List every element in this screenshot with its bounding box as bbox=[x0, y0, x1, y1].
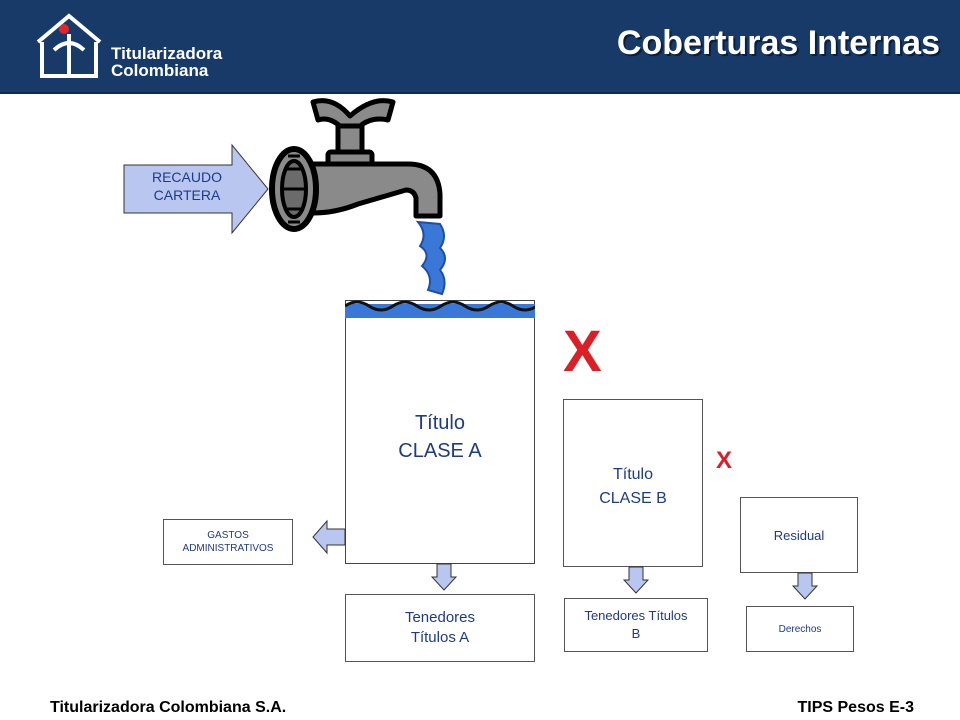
house-logo-icon bbox=[36, 13, 102, 78]
down-arrow-b-icon bbox=[623, 566, 649, 594]
down-arrow-a-icon bbox=[431, 563, 457, 591]
tank-b-line-2: CLASE B bbox=[599, 490, 667, 507]
derechos-label: Derechos bbox=[778, 623, 822, 635]
tenedores-b-label: Tenedores Títulos B bbox=[584, 607, 687, 643]
down-arrow-residual-icon bbox=[792, 572, 818, 600]
tank-a-line-1: Título bbox=[414, 412, 465, 434]
residual-box: Residual bbox=[740, 497, 858, 573]
gastos-administrativos-box: GASTOS ADMINISTRATIVOS bbox=[163, 519, 293, 565]
recaudo-label: RECAUDO CARTERA bbox=[132, 168, 242, 204]
page-title: Coberturas Internas bbox=[616, 24, 940, 62]
tenedores-titulos-b-box: Tenedores Títulos B bbox=[564, 598, 708, 652]
tenedores-titulos-a-box: Tenedores Títulos A bbox=[345, 594, 535, 662]
residual-label: Residual bbox=[773, 527, 825, 543]
blocked-mark-large: X bbox=[563, 319, 602, 384]
logo-wordmark: Titularizadora Colombiana bbox=[111, 45, 222, 79]
recaudo-arrow-shape bbox=[123, 143, 269, 235]
derechos-box: Derechos bbox=[746, 606, 854, 652]
gastos-line-1: GASTOS bbox=[207, 530, 249, 541]
tenedores-a-label: Tenedores Títulos A bbox=[405, 608, 475, 648]
tenedores-a-line-2: Títulos A bbox=[410, 629, 470, 646]
tank-a-line-2: CLASE A bbox=[398, 440, 482, 462]
gastos-label: GASTOS ADMINISTRATIVOS bbox=[183, 529, 274, 555]
recaudo-line-2: CARTERA bbox=[153, 187, 221, 203]
tenedores-a-line-1: Tenedores bbox=[404, 609, 476, 626]
left-arrow-gastos-icon bbox=[312, 519, 346, 555]
tank-a-label: Título CLASE A bbox=[398, 409, 481, 465]
faucet-icon bbox=[269, 98, 446, 296]
footer-company: Titularizadora Colombiana S.A. bbox=[50, 699, 287, 716]
tenedores-b-line-2: B bbox=[631, 626, 641, 641]
recaudo-line-1: RECAUDO bbox=[151, 169, 222, 185]
tank-b-line-1: Título bbox=[612, 466, 653, 483]
tank-b-label: Título CLASE B bbox=[599, 463, 667, 511]
tank-titulo-clase-b: Título CLASE B bbox=[563, 399, 703, 567]
logo-line-1: Titularizadora bbox=[111, 44, 223, 63]
tenedores-b-line-1: Tenedores Títulos bbox=[584, 608, 688, 623]
blocked-mark-small: X bbox=[716, 447, 733, 474]
gastos-line-2: ADMINISTRATIVOS bbox=[182, 543, 274, 554]
logo-line-2: Colombiana bbox=[111, 61, 209, 80]
tank-titulo-clase-a: Título CLASE A bbox=[345, 300, 535, 564]
header-bar: Titularizadora Colombiana Coberturas Int… bbox=[0, 0, 960, 94]
footer-slide-code: TIPS Pesos E-3 bbox=[797, 699, 915, 716]
water-surface-wave bbox=[345, 300, 535, 318]
